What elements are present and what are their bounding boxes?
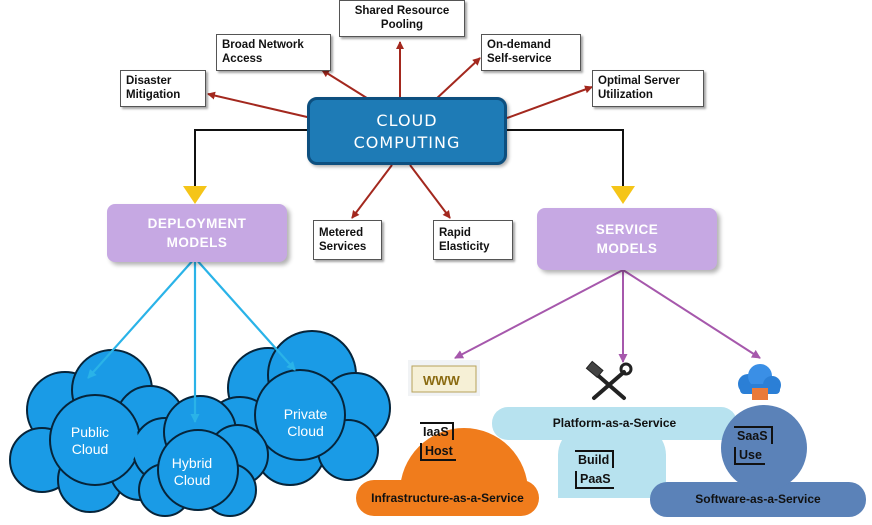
cloud-label-line: Private: [283, 406, 328, 422]
saas-tag-bottom: Use: [734, 447, 765, 465]
feature-broad-network-access: Broad Network Access: [216, 34, 331, 71]
www-window-icon: WWW: [408, 360, 480, 396]
feature-rapid-elasticity: Rapid Elasticity: [433, 220, 513, 260]
feature-label: Rapid: [439, 227, 471, 239]
connector-to-service: [507, 129, 624, 186]
cloud-label-line: Public: [70, 424, 110, 440]
cloud-label-line: Cloud: [173, 472, 211, 488]
iaas-shape: [400, 428, 528, 492]
feature-label: Elasticity: [439, 241, 490, 253]
public-cloud-label: Public Cloud: [55, 424, 125, 458]
arrow-to-on-demand: [434, 57, 481, 101]
iaas-label: Infrastructure-as-a-Service: [371, 491, 524, 505]
svg-text:WWW: WWW: [423, 373, 461, 388]
feature-label: Services: [319, 241, 367, 253]
hybrid-cloud-label: Hybrid Cloud: [157, 455, 227, 489]
arrow-to-broad-network: [321, 69, 371, 101]
feature-label: Utilization: [598, 89, 653, 101]
saas-bar: [650, 482, 866, 517]
yellow-arrow-deployment: [183, 186, 207, 204]
saas-tag-top: SaaS: [734, 426, 773, 444]
feature-disaster-mitigation: Disaster Mitigation: [120, 70, 206, 107]
iaas-bar: [356, 480, 539, 516]
private-cloud-label: Private Cloud: [268, 406, 343, 440]
connector-to-deployment: [194, 129, 307, 186]
iaas-tag-bottom: Host: [420, 443, 456, 461]
cloud-upload-icon: [738, 364, 781, 400]
cloud-label-line: Cloud: [287, 423, 324, 439]
iaas-tag: IaaS Host: [420, 422, 456, 461]
arrow-to-optimal: [506, 85, 593, 119]
core-title-line2: COMPUTING: [353, 133, 461, 152]
arrow-to-rapid: [409, 164, 451, 219]
service-title-line2: MODELS: [596, 241, 658, 256]
deployment-title-line2: MODELS: [166, 235, 228, 250]
feature-on-demand-self-service: On-demand Self-service: [481, 34, 581, 71]
arrow-to-metered: [351, 164, 393, 219]
arrow-to-iaas: [454, 269, 624, 359]
arrow-to-public-cloud: [87, 257, 196, 379]
feature-label: Mitigation: [126, 89, 181, 101]
arrow-to-disaster: [207, 91, 321, 121]
paas-tag: Build PaaS: [575, 450, 615, 489]
yellow-arrow-service: [611, 186, 635, 204]
paas-tag-bottom: PaaS: [575, 471, 614, 489]
cloud-label-line: Hybrid: [171, 455, 213, 471]
hammer-wrench-icon: [585, 360, 633, 400]
paas-shape: [558, 415, 666, 498]
arrow-to-private-cloud: [194, 257, 296, 371]
cloud-computing-node: CLOUD COMPUTING: [307, 97, 507, 165]
saas-tag: SaaS Use: [734, 426, 773, 465]
feature-label: Optimal Server: [598, 75, 680, 87]
paas-tag-top: Build: [575, 450, 615, 468]
deployment-title-line1: DEPLOYMENT: [147, 216, 247, 231]
service-title-line1: SERVICE: [595, 222, 659, 237]
core-title-line1: CLOUD: [376, 111, 438, 130]
feature-label: Broad Network: [222, 39, 304, 51]
cloud-label-line: Cloud: [71, 441, 109, 457]
service-models-node: SERVICE MODELS: [537, 208, 717, 270]
deployment-models-node: DEPLOYMENT MODELS: [107, 204, 287, 262]
feature-label: Self-service: [487, 53, 552, 65]
feature-label: On-demand: [487, 39, 551, 51]
saas-label: Software-as-a-Service: [695, 492, 821, 506]
feature-label: Access: [222, 53, 263, 65]
iaas-tag-top: IaaS: [420, 422, 454, 440]
arrow-to-saas: [622, 269, 761, 359]
feature-optimal-server-utilization: Optimal Server Utilization: [592, 70, 704, 107]
feature-shared-resource-pooling: Shared Resource Pooling: [339, 0, 465, 37]
feature-metered-services: Metered Services: [313, 220, 382, 260]
feature-label: Shared Resource: [354, 5, 450, 17]
feature-label: Pooling: [380, 19, 424, 31]
paas-label: Platform-as-a-Service: [552, 416, 677, 430]
feature-label: Disaster: [126, 75, 172, 87]
feature-label: Metered: [319, 227, 364, 239]
